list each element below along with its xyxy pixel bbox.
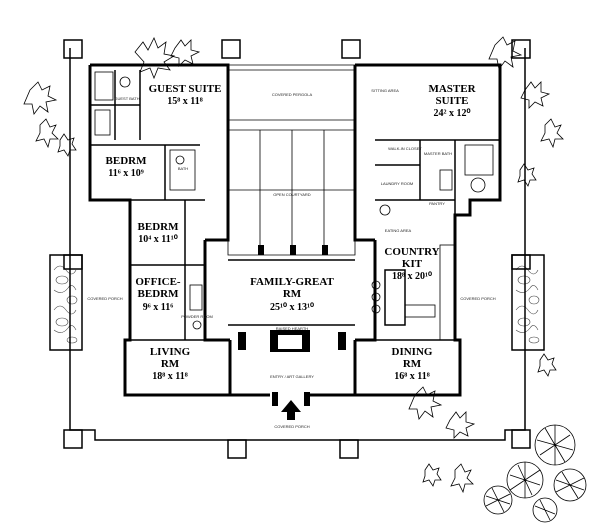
entry-name: ENTRY / ART GALLERY xyxy=(270,374,314,379)
master-bath-name: MASTER BATH xyxy=(424,151,452,156)
porch-right-name: COVERED PORCH xyxy=(460,296,495,301)
family-dim: 25¹⁰ x 13¹⁰ xyxy=(270,302,314,313)
bedrm1-dim: 11⁶ x 10⁹ xyxy=(108,168,143,179)
courtyard xyxy=(227,64,356,256)
porch-outline xyxy=(63,39,531,459)
dining-name1: DINING xyxy=(392,346,433,358)
shrub-bottom-right xyxy=(408,353,557,494)
eating-name: EATING AREA xyxy=(385,228,412,233)
room-labels: GUEST SUITE 15⁸ x 11⁸ GUEST BATH BEDRM 1… xyxy=(87,83,495,429)
powder-name: POWDER ROOM xyxy=(181,314,213,319)
kitchen-name1: COUNTRY xyxy=(384,246,439,258)
walkin-name: WALK-IN CLOSET xyxy=(388,146,422,151)
office-name1: OFFICE- xyxy=(135,276,181,288)
sitting-name: SITTING AREA xyxy=(371,88,399,93)
master-dim: 24² x 12⁰ xyxy=(433,108,470,119)
guest-suite-name: GUEST SUITE xyxy=(149,83,222,95)
living-name1: LIVING xyxy=(150,346,191,358)
kitchen-name2: KIT xyxy=(402,258,423,270)
kitchen-dim: 18⁸ x 20¹⁰ xyxy=(392,271,432,282)
pantry-name: PANTRY xyxy=(429,201,445,206)
hearth-name: RAISED HEARTH xyxy=(276,326,308,331)
shrub-top-left xyxy=(23,37,201,157)
tree-cluster-bottom-right xyxy=(483,424,587,523)
laundry-name: LAUNDRY ROOM xyxy=(381,181,414,186)
fireplace xyxy=(238,330,346,352)
kitchen-fixtures xyxy=(371,204,455,341)
family-name2: RM xyxy=(283,288,302,300)
landscape-plants xyxy=(23,36,587,523)
master-name2: SUITE xyxy=(435,95,468,107)
courtyard-name: OPEN COURTYARD xyxy=(273,192,311,197)
porch-left-name: COVERED PORCH xyxy=(87,296,122,301)
guest-suite-dim: 15⁸ x 11⁸ xyxy=(167,96,202,107)
bath-fixtures xyxy=(94,71,494,330)
bath-name: BATH xyxy=(178,166,188,171)
family-name1: FAMILY-GREAT xyxy=(250,276,334,288)
living-name2: RM xyxy=(161,358,180,370)
office-dim: 9⁶ x 11⁶ xyxy=(143,302,173,313)
entry xyxy=(272,392,310,420)
shrub-top-right xyxy=(488,36,564,187)
pergola-name: COVERED PERGOLA xyxy=(272,92,313,97)
dining-dim: 16⁸ x 11⁸ xyxy=(394,371,429,382)
master-name1: MASTER xyxy=(428,83,476,95)
guest-bath-name: GUEST BATH xyxy=(114,96,139,101)
dining-name2: RM xyxy=(403,358,422,370)
living-dim: 18⁸ x 11⁸ xyxy=(152,371,187,382)
bedrm1-name: BEDRM xyxy=(106,155,148,167)
bedrm2-name: BEDRM xyxy=(138,221,180,233)
porch-front-name: COVERED PORCH xyxy=(274,424,309,429)
office-name2: BEDRM xyxy=(138,288,180,300)
bedrm2-dim: 10⁴ x 11¹⁰ xyxy=(138,234,177,245)
